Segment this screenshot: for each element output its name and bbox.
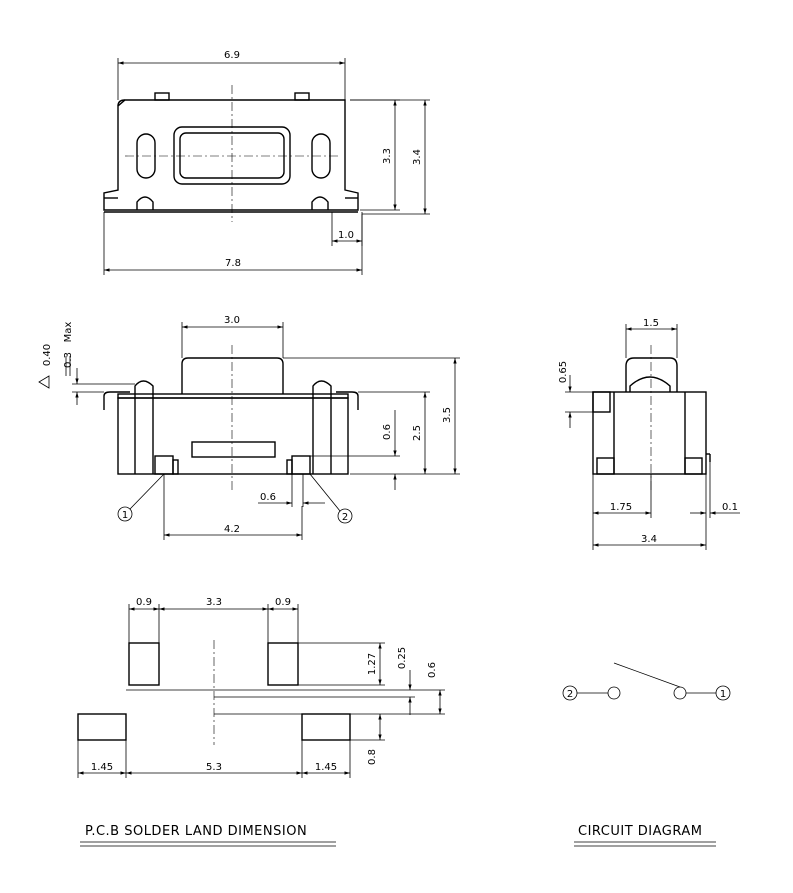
side-view: 1.5 0.65 1.75 0.1 3.4 xyxy=(558,318,740,550)
dim-top-3-3: 3.3 xyxy=(382,148,393,164)
pin-1-marker xyxy=(117,506,133,522)
pad-top-left xyxy=(128,642,160,686)
front-view: 3.0 3.5 2.5 0.6 0.40 0.3 Max 0.6 xyxy=(38,315,460,540)
top-lug-right xyxy=(294,92,310,101)
circuit-node-1-label: 1 xyxy=(720,689,726,700)
dim-top-1-0: 1.0 xyxy=(338,230,354,241)
side-body xyxy=(592,391,707,475)
post-left xyxy=(134,380,154,474)
circuit-node-1 xyxy=(715,685,731,701)
pad-top-right xyxy=(267,642,299,686)
dim-top-7-8: 7.8 xyxy=(225,258,241,269)
dim-top-6-9: 6.9 xyxy=(224,50,240,61)
top-view-outline xyxy=(103,99,359,211)
dim-pcb-1-27: 1.27 xyxy=(367,653,378,675)
dim-top-3-4: 3.4 xyxy=(412,149,423,165)
dim-front-max: Max xyxy=(63,322,74,343)
front-body xyxy=(117,397,349,475)
dim-front-0-3: 0.3 xyxy=(63,352,74,368)
pcb-caption: P.C.B SOLDER LAND DIMENSION xyxy=(85,824,307,839)
dim-side-1-5: 1.5 xyxy=(643,318,659,329)
dim-side-1-75: 1.75 xyxy=(610,502,632,513)
pad-bottom-left xyxy=(77,713,127,741)
dim-pcb-1-45-right: 1.45 xyxy=(315,762,337,773)
dim-front-0-6-vertical: 0.6 xyxy=(382,424,393,440)
circuit-diagram: 2 1 CIRCUIT DIAGRAM xyxy=(562,662,731,847)
dim-pcb-0-9-left: 0.9 xyxy=(136,597,152,608)
dim-pcb-3-3: 3.3 xyxy=(206,597,222,608)
side-actuator xyxy=(625,357,678,392)
dim-front-3-0: 3.0 xyxy=(224,315,240,326)
pin-2-marker xyxy=(337,508,353,524)
tolerance-triangle-icon xyxy=(38,375,50,389)
pin-2-label: 2 xyxy=(342,512,348,523)
pcb-land-pattern: 0.9 3.3 0.9 1.27 0.25 0.6 0.8 1.45 5.3 1… xyxy=(77,597,445,847)
circuit-contact-right xyxy=(673,686,687,700)
pad-bottom-right xyxy=(301,713,351,741)
circuit-switch-arm xyxy=(613,662,681,688)
dim-side-0-65: 0.65 xyxy=(558,361,569,383)
pin-1-label: 1 xyxy=(122,510,128,521)
dim-front-3-5: 3.5 xyxy=(442,407,453,423)
dim-pcb-1-45-left: 1.45 xyxy=(91,762,113,773)
dim-pcb-0-8: 0.8 xyxy=(367,749,378,765)
dim-pcb-0-9-right: 0.9 xyxy=(275,597,291,608)
dim-side-0-1: 0.1 xyxy=(722,502,738,513)
front-inner-bar xyxy=(191,441,276,458)
circuit-caption: CIRCUIT DIAGRAM xyxy=(578,824,703,839)
top-lug-left xyxy=(154,92,170,101)
dim-front-0-6-horizontal: 0.6 xyxy=(260,492,276,503)
circuit-node-2-label: 2 xyxy=(567,689,573,700)
dim-front-0-40: 0.40 xyxy=(42,344,53,366)
dim-pcb-0-25: 0.25 xyxy=(397,647,408,669)
dim-pcb-5-3: 5.3 xyxy=(206,762,222,773)
top-view: 6.9 7.8 3.3 3.4 1.0 xyxy=(103,50,430,275)
front-actuator xyxy=(181,357,284,394)
dim-front-2-5: 2.5 xyxy=(412,425,423,441)
dim-side-3-4: 3.4 xyxy=(641,534,657,545)
dim-pcb-0-6: 0.6 xyxy=(427,662,438,678)
post-right xyxy=(312,380,332,474)
dim-front-4-2: 4.2 xyxy=(224,524,240,535)
circuit-contact-left xyxy=(607,686,621,700)
